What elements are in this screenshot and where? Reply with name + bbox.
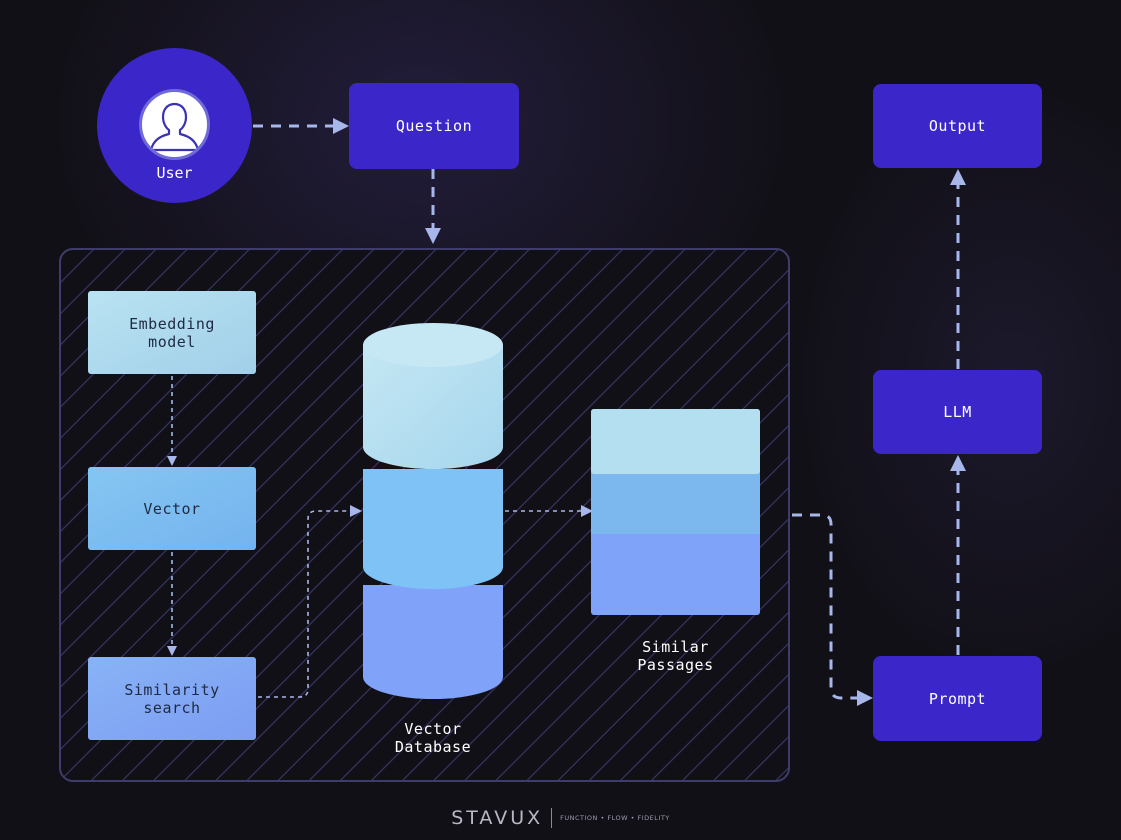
vector-box [88,467,256,550]
similarity-search-label: Similarity search [124,680,220,717]
similar-passages-stack [591,409,760,615]
similar-passages-caption: Similar Passages [637,638,714,674]
similarity-search-box [88,657,256,740]
embedding-model-box [88,291,256,374]
brand-logo: STAVUX [451,807,544,829]
connector-passages-prompt [792,513,858,700]
prompt-node: Prompt [873,656,1042,741]
footer-divider [551,808,553,828]
user-avatar-icon [139,89,210,160]
vector-label: Vector [143,499,201,518]
output-node: Output [873,84,1042,168]
arrow-head-icon [167,118,966,706]
vector-database-caption: Vector Database [394,720,472,756]
connector-similarity-database [258,510,350,698]
footer: STAVUX FUNCTION • FLOW • FIDELITY [0,806,1121,830]
embedding-model-label: Embedding model [129,314,215,351]
question-node: Question [349,83,519,169]
vector-database-cylinder [363,323,503,699]
llm-node: LLM [873,370,1042,454]
user-label: User [156,164,193,182]
brand-tagline: FUNCTION • FLOW • FIDELITY [560,814,670,822]
